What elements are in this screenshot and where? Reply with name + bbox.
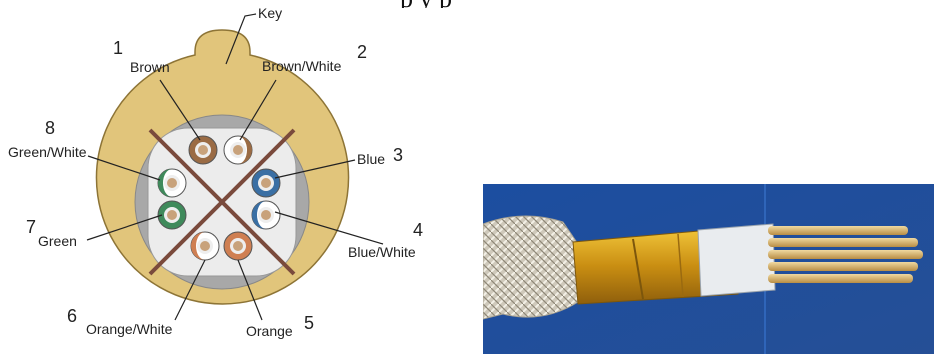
pin-1-label: Brown xyxy=(130,59,170,75)
pin-2-number: 2 xyxy=(357,42,367,62)
pin-1-conductor xyxy=(189,136,217,164)
contact-pins xyxy=(768,226,923,283)
pin-2-label: Brown/White xyxy=(262,58,342,74)
pin-7-label: Green xyxy=(38,233,77,249)
pin-4-label: Blue/White xyxy=(348,244,416,260)
pin-4-conductor xyxy=(252,201,280,229)
white-spacer xyxy=(698,224,775,296)
pin-5-conductor xyxy=(224,232,252,260)
pin-1-number: 1 xyxy=(113,38,123,58)
pin-3-label: Blue xyxy=(357,151,385,167)
connector-pinout-diagram: Key 1 Brown 2 Brown/White 3 Blue 4 Blue/… xyxy=(0,0,470,354)
key-label: Key xyxy=(258,5,282,21)
pin-4-number: 4 xyxy=(413,220,423,240)
pin-6-conductor xyxy=(191,232,219,260)
pin-5-label: Orange xyxy=(246,323,293,339)
pin-6-number: 6 xyxy=(67,306,77,326)
pin-2-conductor xyxy=(224,136,252,164)
pin-5-number: 5 xyxy=(304,313,314,333)
pin-6-label: Orange/White xyxy=(86,321,173,337)
pin-7-conductor xyxy=(158,201,186,229)
pin-3-conductor xyxy=(252,169,280,197)
pin-8-label: Green/White xyxy=(8,144,87,160)
pin-8-number: 8 xyxy=(45,118,55,138)
cable-photo xyxy=(483,184,934,354)
pin-7-number: 7 xyxy=(26,217,36,237)
braided-shield xyxy=(483,216,578,319)
pin-3-number: 3 xyxy=(393,145,403,165)
pin-8-conductor xyxy=(158,169,186,197)
